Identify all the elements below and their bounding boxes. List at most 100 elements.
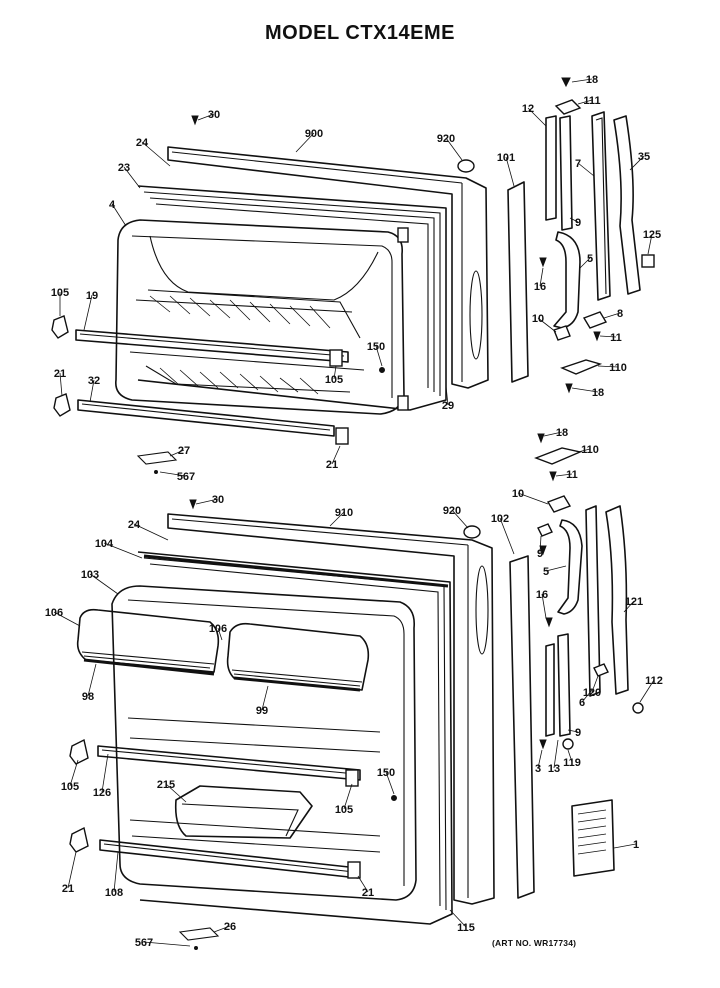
part-callout-24a: 24 [136,137,149,149]
leader-line-150a [375,345,383,367]
part-callout-105b: 105 [325,374,343,386]
leader-line-26 [213,925,231,933]
part-callout-8: 8 [617,308,623,320]
freezer-hinge-arm [553,231,581,329]
part-callout-18c: 18 [556,427,568,439]
fresh-food-inner-liner [111,585,417,901]
freezer-inner-liner [115,219,405,415]
leader-line-106b [217,627,223,641]
part-callout-1: 1 [633,839,639,851]
part-callout-106a: 106 [45,607,63,619]
fresh-food-gasket [137,551,453,925]
part-callout-10b: 10 [512,488,524,500]
leader-line-27 [169,449,185,457]
dairy-compartment-door-left [76,608,220,673]
leader-line-1 [613,843,637,849]
leader-line-112 [639,679,655,703]
leader-line-102 [499,517,515,555]
leader-line-32 [89,379,95,403]
part-callout-910: 910 [335,507,353,519]
leader-line-7 [577,162,595,177]
leader-line-920b [451,509,469,529]
leader-line-120 [591,675,599,693]
part-callout-105d: 105 [335,804,353,816]
part-callout-110b: 110 [581,444,599,456]
part-callout-120: 120 [583,687,601,699]
leader-line-18c [543,431,563,437]
leader-line-10a [537,317,557,333]
part-callout-18a: 18 [586,74,598,86]
part-callout-30a: 30 [208,109,220,121]
leader-line-30b [195,498,219,505]
part-callout-5b: 5 [543,566,549,578]
leader-line-21d [357,875,369,893]
leader-line-150b [385,771,395,795]
leader-line-567b [143,941,191,947]
leader-line-30a [197,113,215,121]
leader-line-5a [579,257,591,269]
part-callout-150a: 150 [367,341,385,353]
fresh-food-hinge-arm [557,519,583,615]
part-callout-104: 104 [95,538,114,550]
leader-line-910 [329,511,345,527]
part-callout-24b: 24 [128,519,141,531]
art-number: (ART NO. WR17734) [492,938,577,948]
leader-line-18a [571,78,593,83]
leader-line-98 [87,663,97,697]
leader-line-9c [567,729,579,733]
freezer-door-stop [613,115,641,295]
part-callout-119: 119 [563,757,581,769]
leader-line-12 [527,107,547,127]
leader-line-8 [603,312,621,319]
part-callout-126: 126 [93,787,111,799]
part-callout-27: 27 [178,445,190,457]
freezer-hinge-parts [507,77,655,394]
leader-line-9a [569,217,579,223]
fresh-food-door-stop [605,505,629,695]
part-callout-26: 26 [224,921,236,933]
part-callout-115: 115 [457,922,475,934]
part-callout-105a: 105 [51,287,69,299]
leader-line-23 [123,166,141,189]
part-callout-121: 121 [625,596,643,608]
leader-line-29 [445,385,449,406]
part-callout-101: 101 [497,152,515,164]
part-callout-11a: 11 [610,332,622,344]
part-callout-12: 12 [522,103,534,115]
part-callout-920a: 920 [437,133,455,145]
part-callout-30b: 30 [212,494,224,506]
leader-line-21b [331,445,341,465]
part-callout-5a: 5 [587,253,593,265]
part-callout-111: 111 [583,95,600,107]
leader-line-21a [59,372,63,397]
dairy-compartment-door-right [226,622,370,691]
part-callout-106b: 106 [209,623,227,635]
leader-line-111 [577,99,593,105]
part-callout-110a: 110 [609,362,627,374]
leader-line-5b [545,565,567,572]
leader-line-21c [67,851,77,889]
fresh-food-outer-panel [167,513,495,905]
part-callout-29: 29 [442,400,454,412]
part-callout-9b: 9 [537,548,543,560]
part-callout-4: 4 [109,199,116,211]
leader-line-13 [553,739,559,769]
leader-line-115 [449,909,467,928]
part-callout-105c: 105 [61,781,79,793]
part-callout-11b: 11 [566,469,578,481]
freezer-trim-strip [507,181,529,383]
leader-line-106a [53,611,81,627]
leader-line-119 [567,749,573,763]
part-callout-19: 19 [86,290,98,302]
leader-line-99 [261,685,269,711]
part-callout-10a: 10 [532,313,544,325]
part-callout-16b: 16 [536,589,548,601]
leader-line-4 [111,203,127,227]
leader-line-11b [555,473,573,477]
part-callout-32: 32 [88,375,100,387]
leader-line-105c [69,759,79,787]
part-callout-103: 103 [81,569,99,581]
